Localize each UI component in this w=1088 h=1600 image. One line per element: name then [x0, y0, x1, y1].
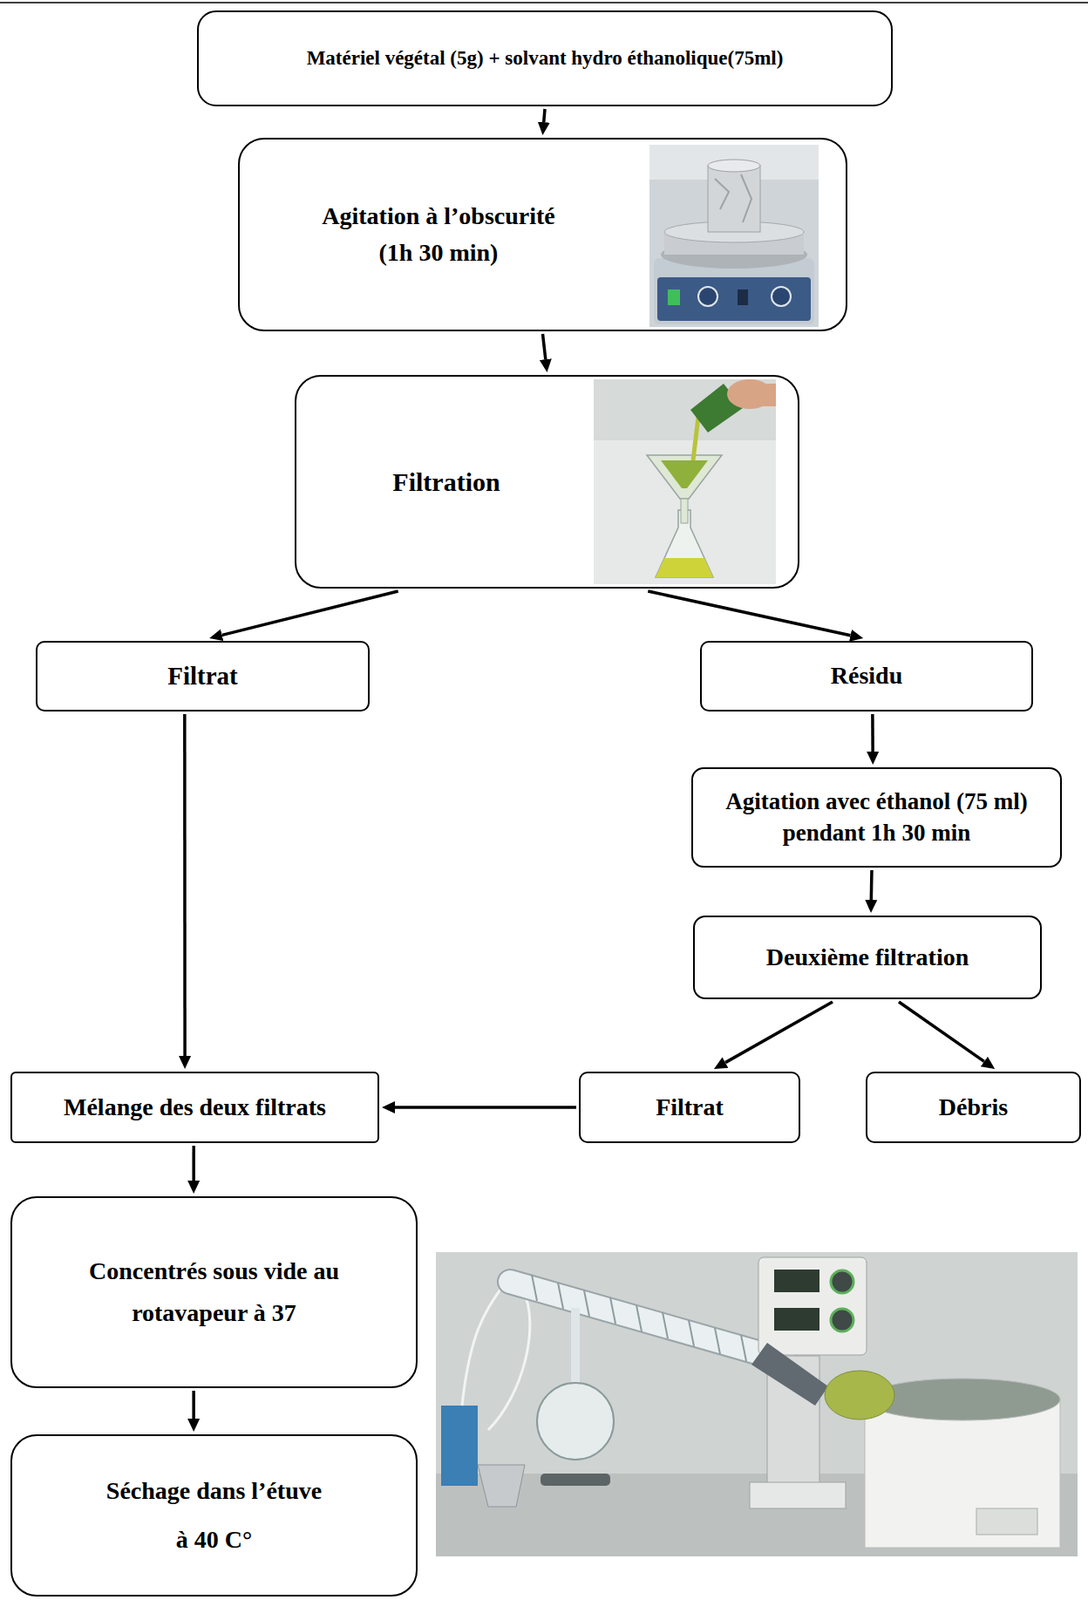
flow-arrow [183, 714, 187, 1056]
funnel-stem [680, 498, 688, 524]
glass-neck [571, 1307, 580, 1387]
flask-ring [540, 1473, 611, 1486]
display [774, 1269, 820, 1292]
receiving-flask [537, 1382, 614, 1460]
flow-arrow [544, 108, 545, 123]
process-box: Agitation avec éthanol (75 ml) pendant 1… [691, 767, 1062, 868]
foil-beaker [707, 159, 761, 172]
box-label: Mélange des deux filtrats [63, 1091, 327, 1123]
flow-arrow [191, 1390, 196, 1419]
funnel-liquid [660, 460, 708, 489]
knob [698, 286, 718, 306]
box-label: Deuxième filtration [766, 941, 970, 973]
process-box: Filtration [294, 374, 800, 589]
flow-arrow [394, 1105, 577, 1109]
process-box: Filtrat [578, 1071, 801, 1143]
filtrate [655, 557, 714, 578]
power-light [667, 289, 680, 306]
flow-arrow [870, 870, 874, 900]
base [749, 1482, 846, 1509]
process-box: Matériel végétal (5g) + solvant hydro ét… [197, 10, 893, 107]
photo-ground [435, 1251, 1078, 1557]
arm [756, 383, 776, 407]
stirrer-panel [657, 277, 811, 321]
process-box: Mélange des deux filtrats [10, 1071, 380, 1143]
photo-ground [593, 379, 776, 585]
foil-beaker [707, 165, 761, 232]
box-label: Filtration [392, 464, 500, 499]
process-box: Filtrat [35, 640, 370, 712]
box-label: Débris [938, 1091, 1008, 1123]
filtration-photo [593, 379, 776, 585]
pouring-stream [693, 416, 699, 461]
chiller [441, 1405, 478, 1486]
foil-cup [477, 1464, 525, 1507]
display [774, 1307, 820, 1331]
process-box: Agitation à l’obscurité (1h 30 min) [238, 137, 848, 332]
bath-panel [976, 1508, 1038, 1535]
tubing [462, 1281, 531, 1430]
photo-ground [649, 144, 819, 327]
box-label: Filtrat [655, 1091, 724, 1123]
dial [830, 1308, 854, 1332]
stirrer-photo [649, 144, 819, 327]
flow-arrow [222, 591, 399, 635]
box-label: Concentrés sous vide au rotavapeur à 37 [38, 1250, 390, 1333]
process-box: Débris [865, 1071, 1082, 1143]
switch [737, 289, 748, 306]
box-label: Agitation à l’obscurité (1h 30 min) [307, 197, 570, 272]
box-label: Résidu [830, 659, 903, 692]
process-box: Séchage dans l’étuve à 40 C° [10, 1434, 418, 1597]
process-box: Deuxième filtration [693, 915, 1042, 1000]
foil-crease [714, 174, 752, 223]
rotavapor-photo [435, 1251, 1078, 1557]
flow-arrow [647, 591, 850, 636]
condenser-coil [531, 1274, 747, 1361]
flow-arrow [191, 1145, 196, 1181]
page-rule [0, 1, 1088, 4]
dial [830, 1270, 854, 1293]
control-unit [758, 1257, 867, 1355]
flow-arrow [898, 1001, 985, 1061]
water-bath [864, 1399, 1061, 1548]
evaporating-flask [824, 1370, 895, 1420]
process-box: Résidu [700, 640, 1034, 712]
box-label: Agitation avec éthanol (75 ml) pendant 1… [703, 786, 1050, 848]
photo-wall [593, 379, 776, 441]
box-label: Matériel végétal (5g) + solvant hydro ét… [306, 45, 784, 72]
flow-arrow [725, 1001, 833, 1063]
funnel [646, 455, 722, 499]
flow-arrow [543, 333, 546, 360]
motor [751, 1342, 829, 1406]
flow-arrow [870, 714, 875, 752]
process-box: Concentrés sous vide au rotavapeur à 37 [10, 1196, 418, 1388]
box-label: Séchage dans l’étuve à 40 C° [102, 1466, 327, 1564]
box-label: Filtrat [167, 659, 238, 694]
knob [771, 286, 791, 306]
